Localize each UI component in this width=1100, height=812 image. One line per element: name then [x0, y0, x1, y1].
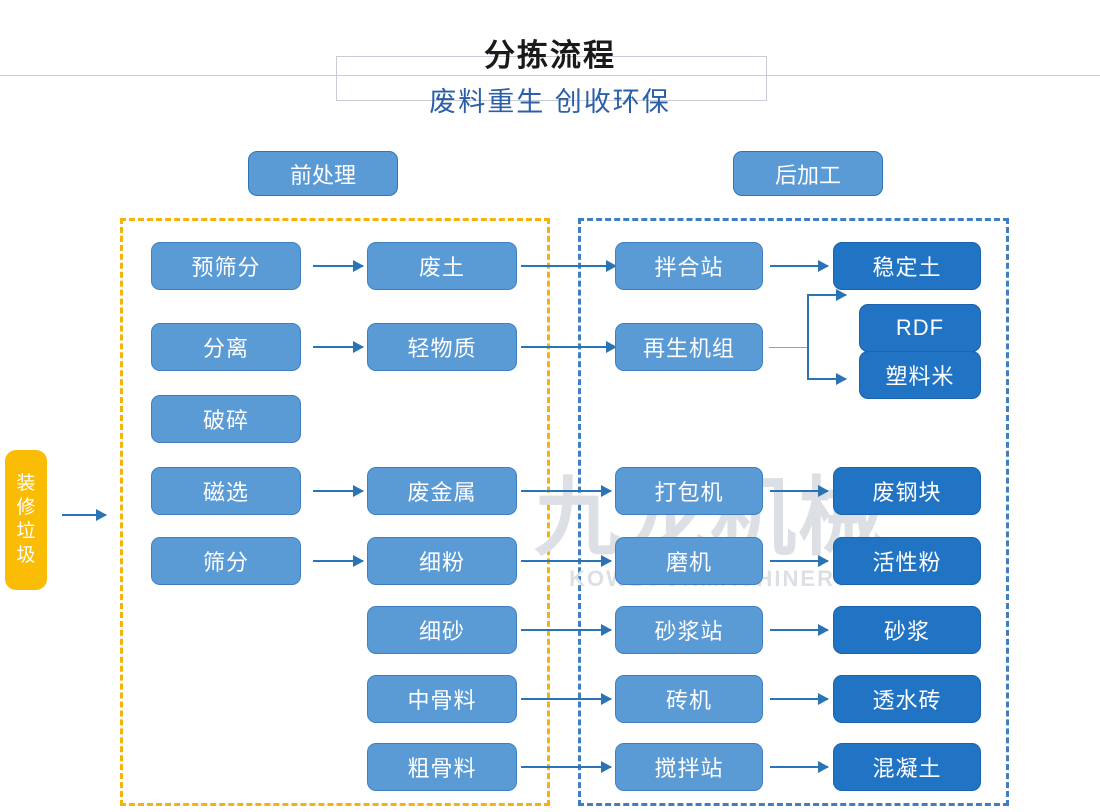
node-post-process-5: 砖机 — [615, 675, 763, 723]
input-node-construction-waste: 装修垃圾 — [5, 450, 47, 590]
arrow-post2-to-output3 — [770, 485, 829, 497]
input-node-label: 装修垃圾 — [16, 473, 36, 566]
node-pre-process-4: 筛分 — [151, 537, 301, 585]
node-pre-material-6: 粗骨料 — [367, 743, 517, 791]
node-pre-process-0: 预筛分 — [151, 242, 301, 290]
arrow-material5-to-post5 — [521, 693, 612, 705]
arrow-post6-to-output7 — [770, 761, 829, 773]
node-post-process-6: 搅拌站 — [615, 743, 763, 791]
node-pre-process-2: 破碎 — [151, 395, 301, 443]
arrow-material3-to-post3 — [521, 555, 612, 567]
node-post-output-3: 废钢块 — [833, 467, 981, 515]
arrow-material1-to-post1 — [521, 341, 617, 353]
node-post-output-4: 活性粉 — [833, 537, 981, 585]
arrow-branch-to-output1 — [807, 289, 847, 301]
node-post-output-0: 稳定土 — [833, 242, 981, 290]
title-decorative-frame — [336, 56, 767, 101]
arrow-pre0-to-material0 — [313, 260, 364, 272]
node-post-process-2: 打包机 — [615, 467, 763, 515]
section-header-pre-processing: 前处理 — [248, 151, 398, 196]
node-post-process-1: 再生机组 — [615, 323, 763, 371]
arrow-input-to-pre-group — [62, 509, 107, 521]
arrow-branch-to-output2 — [807, 373, 847, 385]
group-post-processing — [578, 218, 1009, 806]
arrow-post3-to-output4 — [770, 555, 829, 567]
node-post-process-4: 砂浆站 — [615, 606, 763, 654]
node-post-output-7: 混凝土 — [833, 743, 981, 791]
branch-stem-line — [769, 347, 809, 348]
arrow-pre1-to-material1 — [313, 341, 364, 353]
node-pre-material-2: 废金属 — [367, 467, 517, 515]
node-post-output-2: 塑料米 — [859, 351, 981, 399]
arrow-pre4-to-material3 — [313, 555, 364, 567]
arrow-post5-to-output6 — [770, 693, 829, 705]
arrow-material6-to-post6 — [521, 761, 612, 773]
node-post-process-0: 拌合站 — [615, 242, 763, 290]
arrow-pre3-to-material2 — [313, 485, 364, 497]
node-pre-material-3: 细粉 — [367, 537, 517, 585]
node-pre-material-5: 中骨料 — [367, 675, 517, 723]
section-header-post-processing: 后加工 — [733, 151, 883, 196]
node-pre-process-1: 分离 — [151, 323, 301, 371]
title-divider-rule — [0, 75, 1100, 76]
node-pre-material-1: 轻物质 — [367, 323, 517, 371]
node-post-process-3: 磨机 — [615, 537, 763, 585]
node-pre-material-0: 废土 — [367, 242, 517, 290]
arrow-material2-to-post2 — [521, 485, 612, 497]
arrow-material4-to-post4 — [521, 624, 612, 636]
branch-vertical-line — [807, 294, 809, 380]
node-pre-process-3: 磁选 — [151, 467, 301, 515]
page-subtitle: 废料重生 创收环保 — [429, 87, 671, 117]
page-title: 分拣流程 — [484, 38, 616, 73]
group-pre-processing — [120, 218, 550, 806]
arrow-post0-to-output0 — [770, 260, 829, 272]
node-post-output-5: 砂浆 — [833, 606, 981, 654]
arrow-post4-to-output5 — [770, 624, 829, 636]
node-pre-material-4: 细砂 — [367, 606, 517, 654]
arrow-material0-to-post0 — [521, 260, 617, 272]
node-post-output-1: RDF — [859, 304, 981, 352]
node-post-output-6: 透水砖 — [833, 675, 981, 723]
